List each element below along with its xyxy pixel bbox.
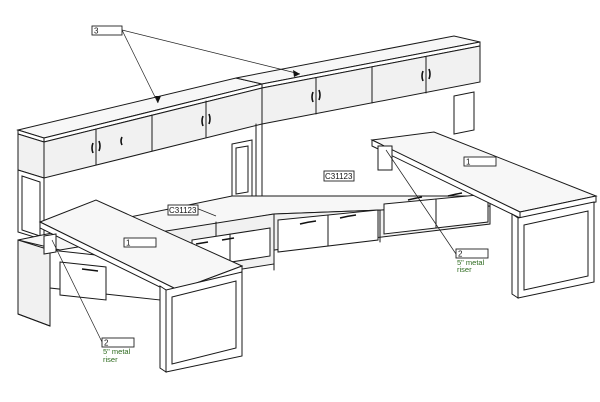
riser-left-part: [43, 233, 57, 255]
overhead-cabinet-right: [235, 35, 481, 125]
code-left-text: C31123: [169, 206, 197, 215]
callout-2-left: 2 5" metal riser: [101, 337, 135, 364]
callout-3-label: 3: [94, 27, 99, 36]
overhead-cabinet-left: [16, 77, 263, 179]
callout-1-left-label: 1: [126, 239, 131, 248]
code-label-left: C31123: [167, 204, 199, 216]
callout-3: 3: [91, 25, 123, 36]
callout-1-right-label: 1: [466, 158, 471, 167]
callout-2-right-line1: 5" metal: [457, 258, 485, 267]
callout-1-left: 1: [123, 237, 157, 248]
code-label-right: C31123: [323, 170, 355, 182]
code-right-text: C31123: [325, 172, 353, 181]
callout-2-right: 2 5" metal riser: [455, 248, 489, 274]
hutch-supports: [17, 91, 475, 241]
callout-2-left-line1: 5" metal: [103, 347, 131, 356]
leader-lines: [51, 29, 457, 343]
callout-2-right-tag: 2: [458, 250, 463, 259]
callout-2-right-line2: riser: [457, 265, 472, 274]
callout-1-right: 1: [463, 156, 497, 167]
callout-2-left-line2: riser: [103, 355, 118, 364]
callout-2-left-tag: 2: [104, 339, 109, 348]
desk-right: [370, 131, 598, 299]
